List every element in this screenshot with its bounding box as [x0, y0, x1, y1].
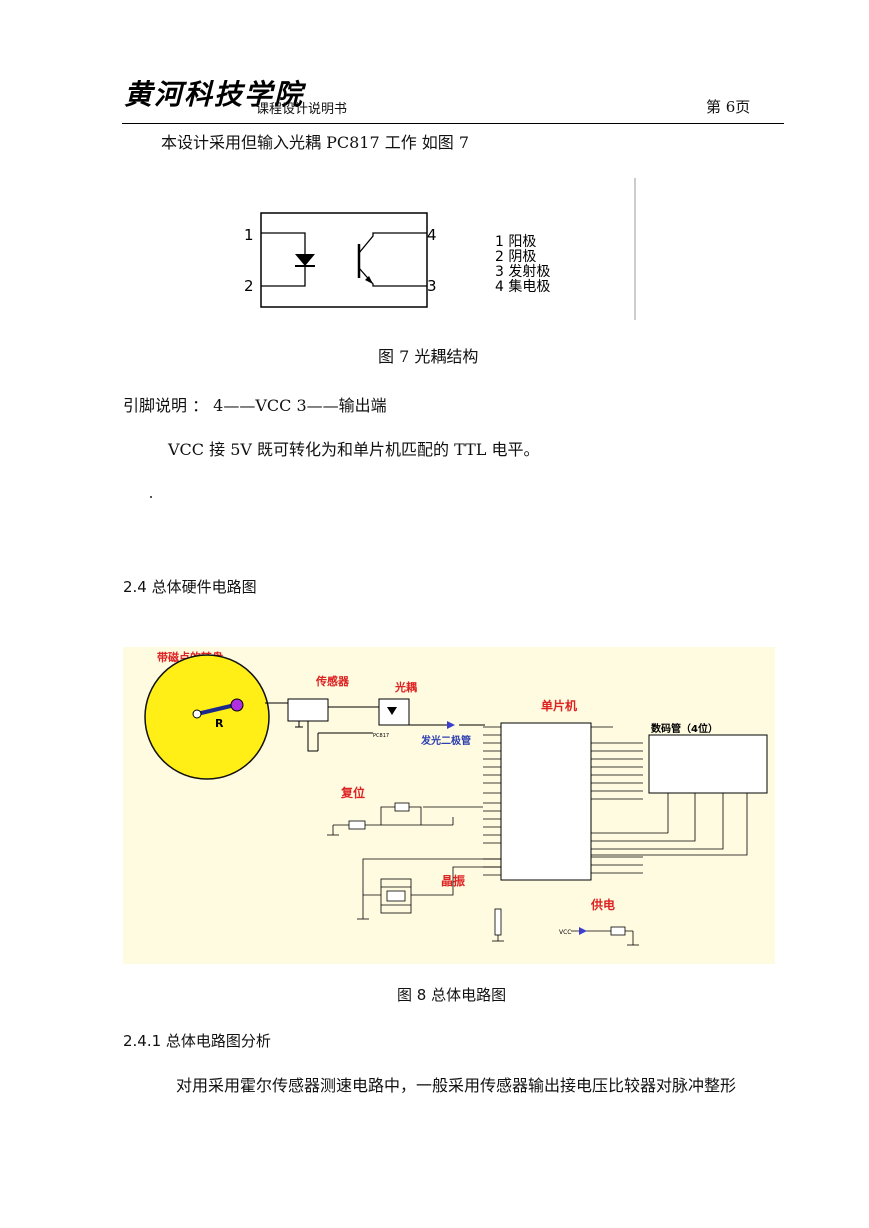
led-label: 发光二极管 [420, 734, 471, 747]
opto-label: 光耦 [394, 680, 417, 694]
section-2-4-1-heading: 2.4.1 总体电路图分析 [123, 1032, 271, 1050]
pin-1-label: 1 [244, 226, 254, 244]
legend-line-1: 1 阳极 [495, 234, 536, 250]
figure-8-circuit: 带磁点的转盘 R 传感器 光耦 PC817 发光二极管 单片机 [123, 647, 775, 964]
pin-3-label: 3 [427, 277, 437, 295]
figure-7-caption: 图 7 光耦结构 [378, 347, 479, 366]
mcu-right-pins [591, 726, 698, 874]
sensor-label: 传感器 [315, 674, 350, 688]
section-2-4-heading: 2.4 总体硬件电路图 [123, 578, 257, 596]
power-circuit [492, 908, 639, 946]
school-logo: 黄河科技学院 [124, 78, 305, 111]
intro-paragraph: 本设计采用但输入光耦 PC817 工作 如图 7 [161, 133, 470, 152]
radius-label: R [215, 717, 224, 730]
crystal-circuit [357, 858, 501, 920]
header-rule [122, 123, 784, 124]
figure-7-optocoupler: 1 2 3 4 1 阳极 2 阴极 3 发射极 4 集电极 [237, 178, 637, 320]
figure-8-caption: 图 8 总体电路图 [397, 986, 507, 1004]
legend-line-3: 3 发射极 [495, 264, 550, 280]
pin-4-label: 4 [427, 226, 437, 244]
magnet-disk [144, 654, 270, 780]
vcc-note: VCC 接 5V 既可转化为和单片机匹配的 TTL 电平。 [168, 440, 540, 459]
pin-2-label: 2 [244, 277, 254, 295]
power-label: 供电 [590, 897, 615, 912]
pin-note: 引脚说明 ： 4——VCC 3——输出端 [123, 396, 387, 415]
display-label: 数码管（4位） [651, 722, 718, 735]
opto-part-label: PC817 [373, 733, 389, 739]
mcu-label: 单片机 [541, 698, 577, 713]
reset-circuit [327, 802, 483, 836]
course-title: 课程设计说明书 [256, 102, 348, 117]
stray-dot [150, 496, 152, 498]
legend-line-4: 4 集电极 [495, 278, 550, 295]
mcu-left-pins [483, 726, 501, 876]
display-wires [591, 793, 748, 856]
reset-label: 复位 [340, 785, 365, 800]
power-vcc-label: VCC [559, 929, 571, 936]
body-paragraph: 对用采用霍尔传感器测速电路中，一般采用传感器输出接电压比较器对脉冲整形 [176, 1076, 737, 1095]
legend-line-2: 2 阴极 [495, 249, 536, 265]
page-number: 第 6页 [706, 98, 751, 116]
